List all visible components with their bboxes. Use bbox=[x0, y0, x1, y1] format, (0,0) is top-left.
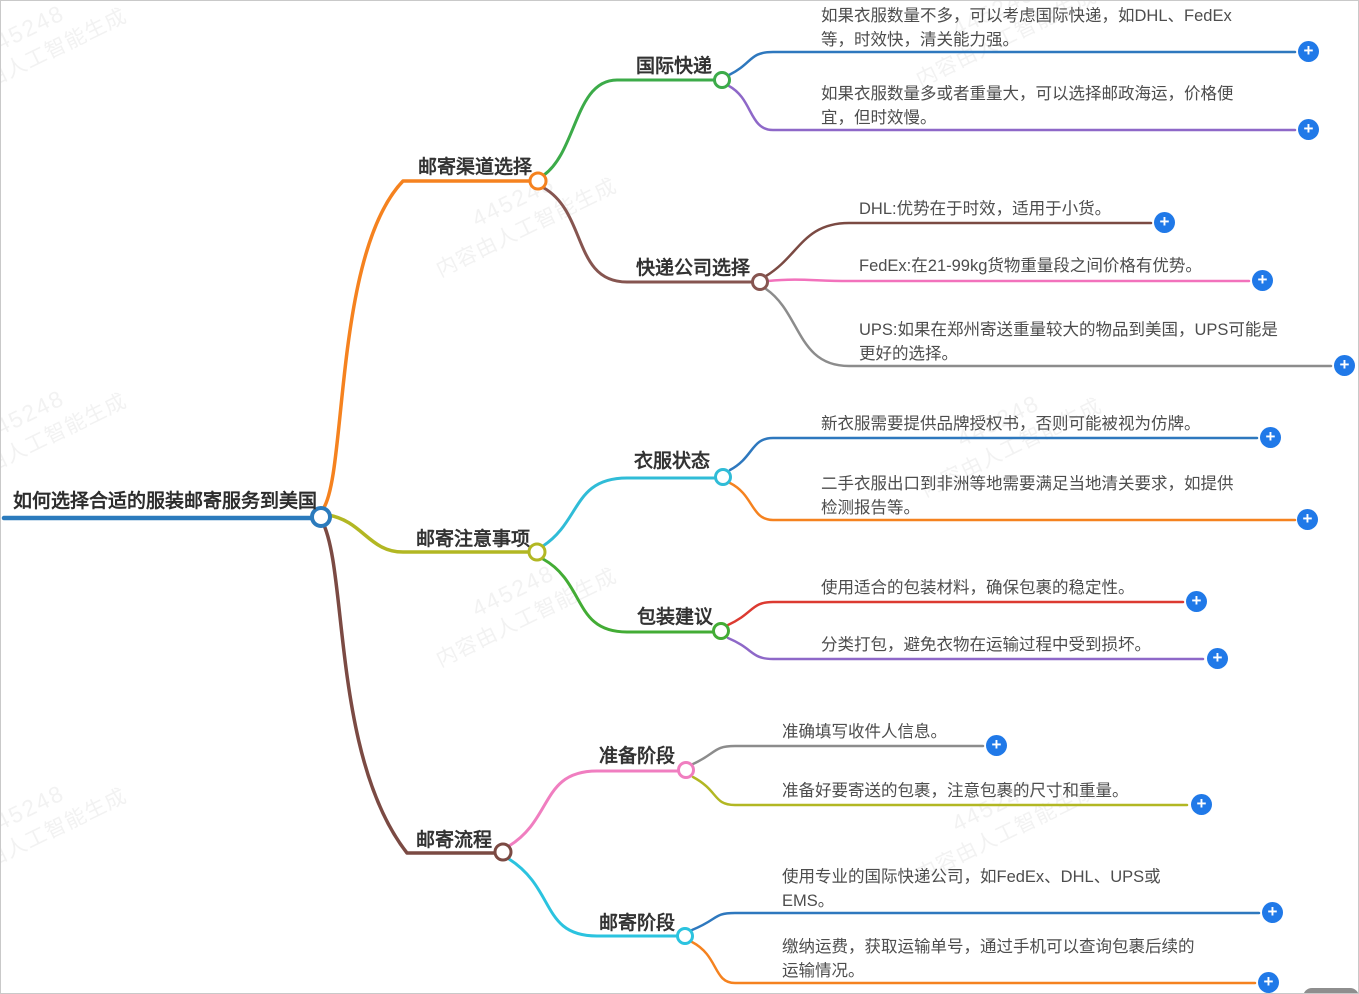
curve-notes-to-packing bbox=[541, 557, 715, 634]
expand-button[interactable]: + bbox=[1207, 648, 1228, 669]
leaf-line-ups bbox=[764, 287, 1333, 368]
leaf-node-text[interactable]: 准备好要寄送的包裹，注意包裹的尺寸和重量。 bbox=[782, 782, 1129, 800]
leaf-line-prepare-2 bbox=[691, 775, 1189, 807]
expand-button[interactable]: + bbox=[1191, 794, 1212, 815]
root-node-label[interactable]: 如何选择合适的服装邮寄服务到美国 bbox=[13, 491, 318, 512]
branch-label-notes[interactable]: 邮寄注意事项 bbox=[416, 529, 531, 550]
expand-button[interactable]: + bbox=[1334, 355, 1355, 376]
expand-button[interactable]: + bbox=[1154, 212, 1175, 233]
leaf-line-state-1 bbox=[728, 436, 1259, 472]
plus-icon: + bbox=[1303, 119, 1314, 138]
plus-icon: + bbox=[1196, 794, 1207, 813]
leaf-line-mailing-1 bbox=[690, 911, 1261, 932]
plus-icon: + bbox=[1212, 648, 1223, 667]
node-handle-prepare[interactable] bbox=[677, 761, 695, 779]
child-label-courier[interactable]: 快递公司选择 bbox=[636, 258, 751, 279]
curve-channel-to-courier bbox=[542, 186, 755, 284]
node-handle-mailstage[interactable] bbox=[676, 927, 694, 945]
leaf-node-text[interactable]: 分类打包，避免衣物在运输过程中受到损坏。 bbox=[821, 636, 1151, 654]
leaf-line-fedex bbox=[766, 278, 1251, 283]
branch-label-channel[interactable]: 邮寄渠道选择 bbox=[418, 157, 533, 178]
leaf-node-text[interactable]: 如果衣服数量多或者重量大，可以选择邮政海运，价格便 宜，但时效慢。 bbox=[821, 85, 1234, 127]
expand-button[interactable]: + bbox=[986, 735, 1007, 756]
expand-button[interactable]: + bbox=[1297, 509, 1318, 530]
leaf-node-text[interactable]: 如果衣服数量不多，可以考虑国际快递，如DHL、FedEx 等，时效快，清关能力强… bbox=[821, 7, 1232, 49]
curve-notes-to-state bbox=[541, 476, 716, 548]
leaf-node-text[interactable]: UPS:如果在郑州寄送重量较大的物品到美国，UPS可能是 更好的选择。 bbox=[859, 321, 1278, 363]
plus-icon: + bbox=[1257, 270, 1268, 289]
expand-button[interactable]: + bbox=[1260, 427, 1281, 448]
leaf-node-text[interactable]: DHL:优势在于时效，适用于小货。 bbox=[859, 200, 1112, 218]
plus-icon: + bbox=[1339, 355, 1350, 374]
leaf-line-intl-2 bbox=[727, 84, 1297, 132]
curve-root-to-channel bbox=[321, 179, 533, 511]
curve-root-to-notes bbox=[326, 513, 531, 554]
curve-channel-to-intl bbox=[542, 78, 717, 177]
corner-widget[interactable] bbox=[1303, 988, 1358, 993]
leaf-line-prepare-1 bbox=[691, 744, 985, 766]
node-handle-process[interactable] bbox=[493, 842, 513, 862]
plus-icon: + bbox=[1302, 509, 1313, 528]
curve-root-to-process bbox=[320, 519, 496, 855]
node-handle-courier[interactable] bbox=[751, 273, 769, 291]
expand-button[interactable]: + bbox=[1298, 41, 1319, 62]
child-label-state[interactable]: 衣服状态 bbox=[634, 451, 711, 472]
node-handle-root[interactable] bbox=[310, 506, 332, 528]
branch-label-process[interactable]: 邮寄流程 bbox=[416, 830, 493, 851]
plus-icon: + bbox=[991, 735, 1002, 754]
child-label-intl[interactable]: 国际快递 bbox=[636, 56, 713, 77]
plus-icon: + bbox=[1303, 41, 1314, 60]
plus-icon: + bbox=[1159, 212, 1170, 231]
expand-button[interactable]: + bbox=[1186, 591, 1207, 612]
expand-button[interactable]: + bbox=[1258, 972, 1279, 993]
leaf-line-dhl bbox=[764, 221, 1153, 278]
child-label-packing[interactable]: 包装建议 bbox=[637, 607, 714, 628]
expand-button[interactable]: + bbox=[1298, 119, 1319, 140]
leaf-line-packing-2 bbox=[726, 636, 1205, 661]
node-handle-intl[interactable] bbox=[713, 71, 731, 89]
leaf-node-text[interactable]: 准确填写收件人信息。 bbox=[782, 723, 947, 741]
plus-icon: + bbox=[1265, 427, 1276, 446]
expand-button[interactable]: + bbox=[1262, 902, 1283, 923]
leaf-line-state-2 bbox=[728, 481, 1297, 522]
leaf-line-intl-1 bbox=[727, 50, 1297, 77]
expand-button[interactable]: + bbox=[1252, 270, 1273, 291]
node-handle-packing[interactable] bbox=[712, 622, 730, 640]
leaf-node-text[interactable]: 新衣服需要提供品牌授权书，否则可能被视为仿牌。 bbox=[821, 415, 1201, 433]
node-handle-notes[interactable] bbox=[527, 542, 547, 562]
leaf-node-text[interactable]: 缴纳运费，获取运输单号，通过手机可以查询包裹后续的 运输情况。 bbox=[782, 938, 1195, 980]
leaf-node-text[interactable]: 使用专业的国际快递公司，如FedEx、DHL、UPS或 EMS。 bbox=[782, 868, 1161, 910]
child-label-prepare[interactable]: 准备阶段 bbox=[599, 746, 676, 767]
node-handle-channel[interactable] bbox=[528, 171, 548, 191]
leaf-line-mailing-2 bbox=[690, 940, 1257, 985]
plus-icon: + bbox=[1191, 591, 1202, 610]
leaf-node-text[interactable]: 使用适合的包装材料，确保包裹的稳定性。 bbox=[821, 579, 1135, 597]
node-handle-state[interactable] bbox=[714, 468, 732, 486]
leaf-node-text[interactable]: 二手衣服出口到非洲等地需要满足当地清关要求，如提供 检测报告等。 bbox=[821, 475, 1234, 517]
child-label-mailstage[interactable]: 邮寄阶段 bbox=[599, 913, 676, 934]
curve-process-to-mailing bbox=[507, 857, 680, 938]
plus-icon: + bbox=[1263, 972, 1274, 991]
curve-process-to-prepare bbox=[507, 769, 680, 848]
leaf-node-text[interactable]: FedEx:在21-99kg货物重量段之间价格有优势。 bbox=[859, 257, 1202, 275]
leaf-line-packing-1 bbox=[726, 600, 1185, 627]
plus-icon: + bbox=[1267, 902, 1278, 921]
